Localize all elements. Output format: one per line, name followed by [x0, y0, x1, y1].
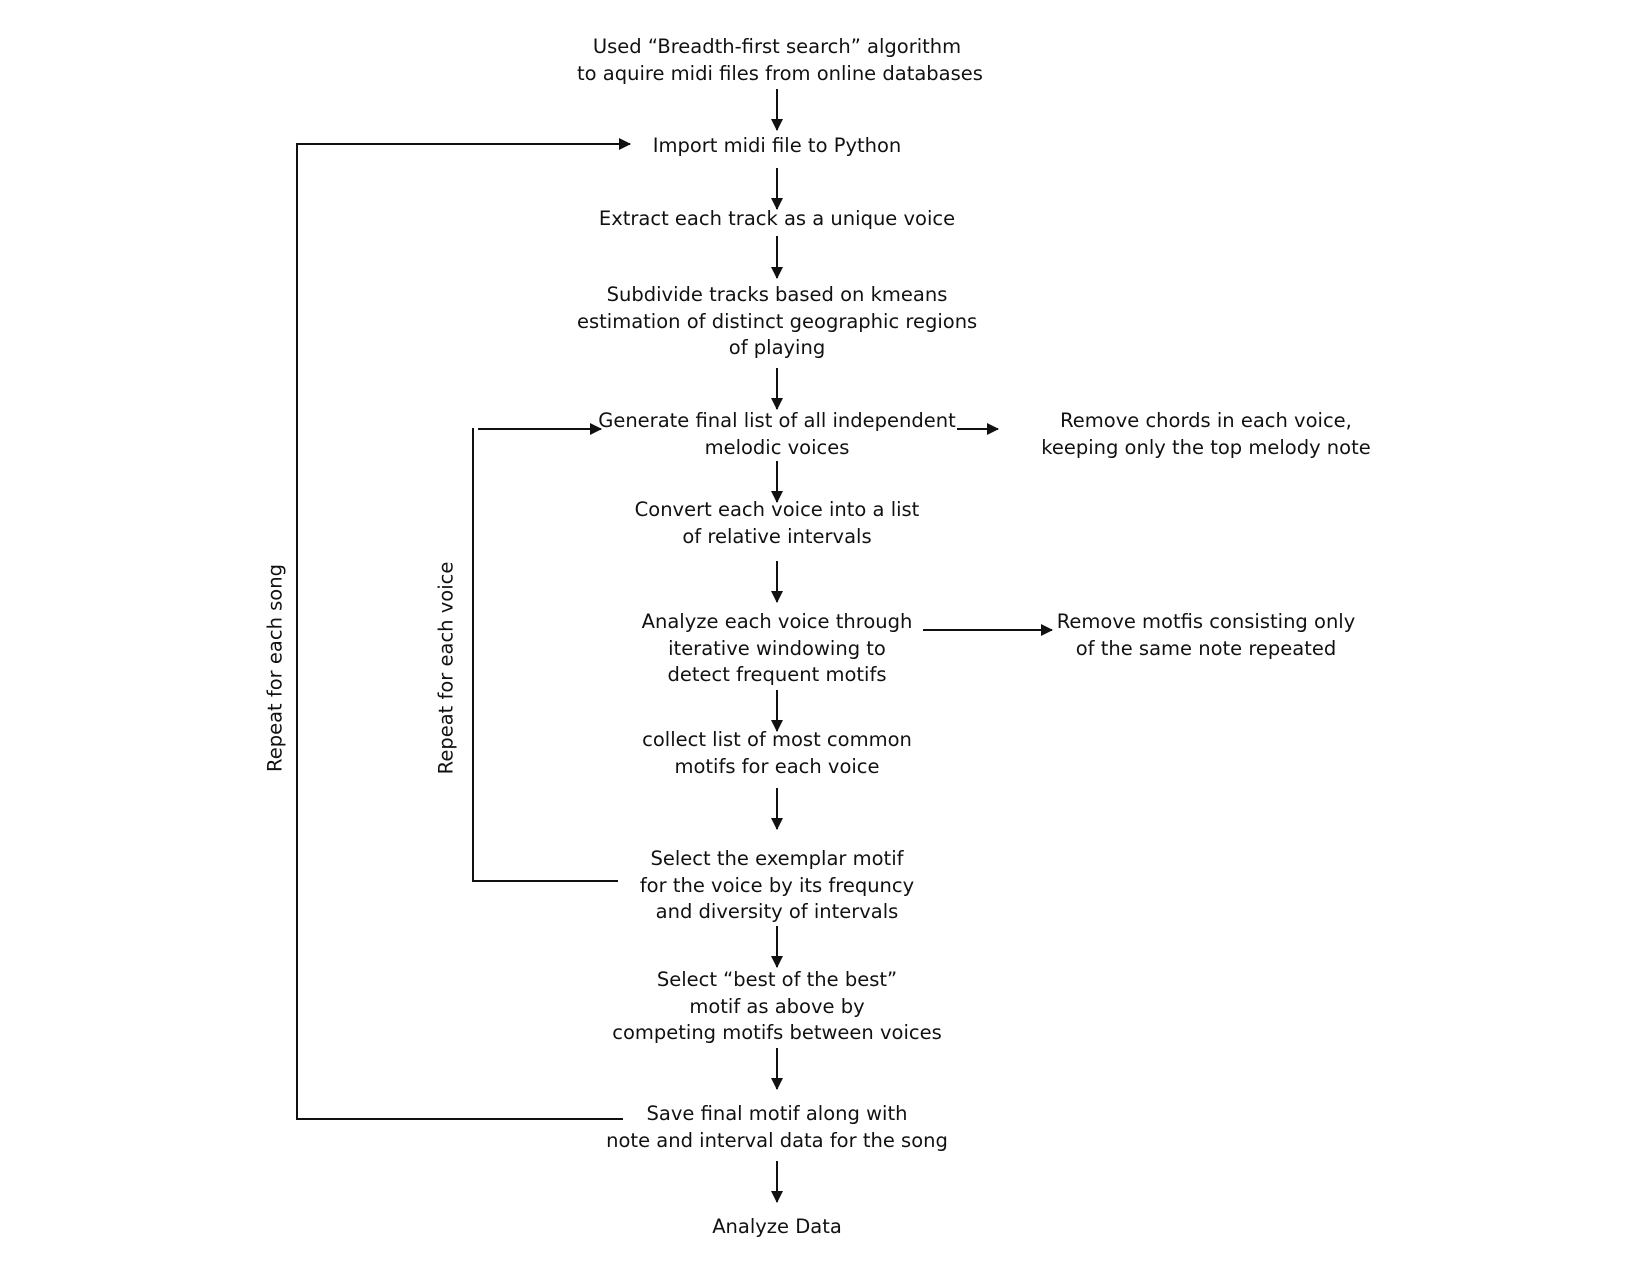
- step-remove-repeated-motifs: Remove motfis consisting only of the sam…: [1056, 610, 1356, 660]
- loop-label-voice: Repeat for each voice: [434, 561, 458, 775]
- step-collect-motifs: collect list of most common motifs for e…: [642, 728, 912, 778]
- step-remove-chords: Remove chords in each voice, keeping onl…: [1041, 409, 1371, 459]
- step-save-motif: Save final motif along with note and int…: [606, 1102, 948, 1152]
- step-select-best: Select “best of the best” motif as above…: [612, 968, 942, 1044]
- step-select-exemplar: Select the exemplar motif for the voice …: [639, 847, 915, 923]
- step-extract-tracks: Extract each track as a unique voice: [598, 207, 956, 230]
- step-acquire-midi-files: Used “Breadth-first search” algorithm to…: [577, 35, 983, 85]
- step-import-midi: Import midi file to Python: [652, 134, 902, 157]
- step-convert-intervals: Convert each voice into a list of relati…: [634, 498, 920, 548]
- step-generate-voice-list: Generate final list of all independent m…: [598, 409, 956, 459]
- step-analyze-data: Analyze Data: [712, 1215, 842, 1238]
- step-analyze-voice: Analyze each voice through iterative win…: [641, 610, 913, 686]
- loop-label-song: Repeat for each song: [263, 564, 287, 772]
- step-subdivide-tracks: Subdivide tracks based on kmeans estimat…: [577, 283, 978, 359]
